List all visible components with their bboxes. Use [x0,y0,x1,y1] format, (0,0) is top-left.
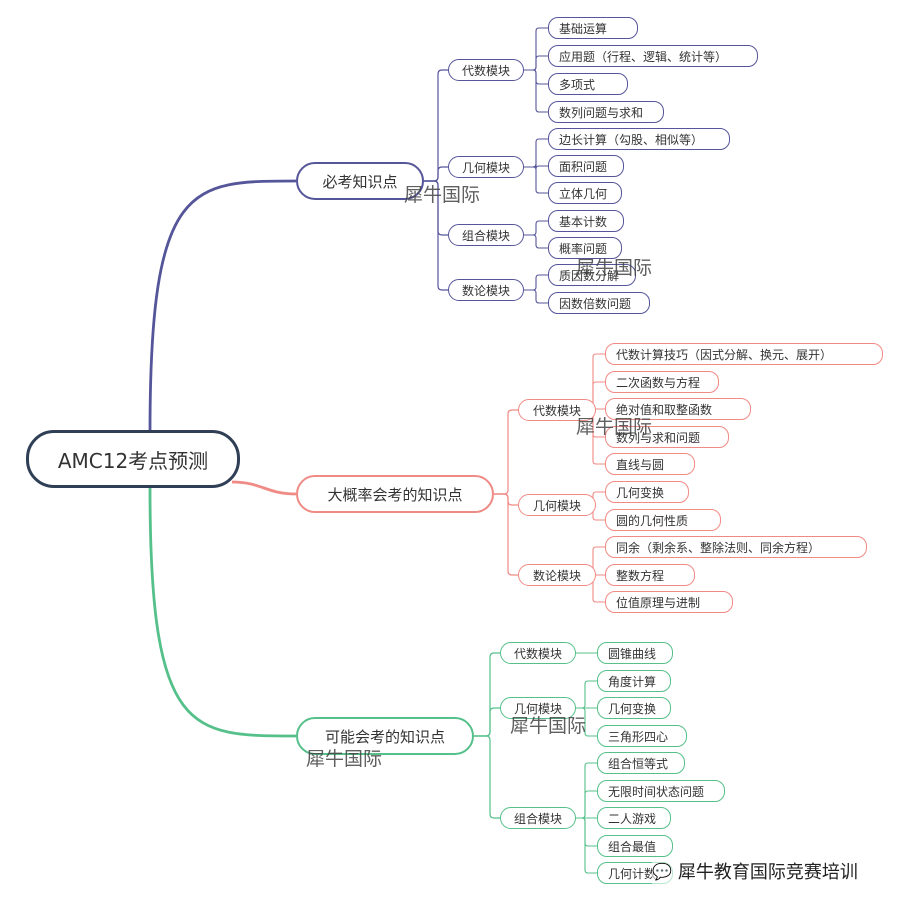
leaf-item[interactable]: 直线与圆 [605,453,695,475]
leaf-item[interactable]: 无限时间状态问题 [597,780,725,802]
branch-group-connector [474,735,500,819]
leaf-item[interactable]: 绝对值和取整函数 [605,398,751,420]
leaf-item[interactable]: 几何变换 [597,697,671,719]
leaf-item[interactable]: 位值原理与进制 [605,591,733,613]
group-leaf-connector [576,817,597,847]
leaf-item[interactable]: 整数方程 [605,564,695,586]
group-leaf-connector [524,220,548,236]
leaf-item[interactable]: 应用题（行程、逻辑、统计等） [548,45,758,67]
group-leaf-connector [576,707,597,737]
leaf-item[interactable]: 面积问题 [548,155,624,177]
branch-group-connector [474,652,500,737]
group-leaf-connector [524,69,548,113]
leaf-item[interactable]: 质因数分解 [548,264,636,286]
footer-caption: 💬 犀牛教育国际竞赛培训 [652,858,858,884]
leaf-item[interactable]: 代数计算技巧（因式分解、换元、展开） [605,343,883,365]
group-leaf-connector [524,234,548,249]
leaf-item[interactable]: 三角形四心 [597,725,687,747]
watermark: 犀牛国际 [510,715,587,737]
branch-group-connector [494,493,518,576]
leaf-item[interactable]: 二次函数与方程 [605,371,719,393]
wechat-icon: 💬 [652,861,672,881]
branch-group-connector [424,166,448,182]
group-leaf-connector [524,55,548,71]
group-leaf-connector [576,790,597,819]
leaf-item[interactable]: 立体几何 [548,182,622,204]
group-required-number-theory[interactable]: 数论模块 [448,279,524,301]
branch-required[interactable]: 必考知识点 [296,162,424,200]
group-likely-geometry[interactable]: 几何模块 [518,494,596,516]
group-leaf-connector [524,274,548,291]
group-possible-algebra[interactable]: 代数模块 [500,642,576,664]
branch-group-connector [424,180,448,291]
footer-text: 犀牛教育国际竞赛培训 [677,862,858,883]
group-leaf-connector [524,138,548,168]
leaf-item[interactable]: 二人游戏 [597,807,671,829]
branch-group-connector [474,707,500,737]
leaf-item[interactable]: 边长计算（勾股、相似等） [548,128,730,150]
branch-likely[interactable]: 大概率会考的知识点 [296,475,494,513]
group-likely-algebra[interactable]: 代数模块 [518,399,596,421]
watermark: 犀牛国际 [576,257,653,279]
leaf-item[interactable]: 多项式 [548,73,628,95]
leaf-item[interactable]: 同余（剩余系、整除法则、同余方程） [605,536,867,558]
branch-group-connector [494,493,518,506]
root-node[interactable]: AMC12考点预测 [26,430,240,488]
watermark: 犀牛国际 [306,748,383,770]
watermark: 犀牛国际 [576,416,653,438]
group-possible-combinatorics[interactable]: 组合模块 [500,807,576,829]
leaf-item[interactable]: 圆锥曲线 [597,642,673,664]
group-possible-geometry[interactable]: 几何模块 [500,697,576,719]
leaf-item[interactable]: 数列问题与求和 [548,101,664,123]
leaf-item[interactable]: 组合最值 [597,835,673,857]
leaf-item[interactable]: 数列与求和问题 [605,426,729,448]
leaf-item[interactable]: 几何变换 [605,481,689,503]
leaf-item[interactable]: 圆的几何性质 [605,509,721,531]
group-leaf-connector [524,289,548,304]
leaf-item[interactable]: 基础运算 [548,17,638,39]
group-required-algebra[interactable]: 代数模块 [448,59,524,81]
group-required-combinatorics[interactable]: 组合模块 [448,224,524,246]
leaf-item[interactable]: 因数倍数问题 [548,292,650,314]
group-leaf-connector [524,166,548,194]
root-branch-connector [148,179,297,433]
root-branch-connector [231,480,297,496]
branch-group-connector [494,409,518,495]
leaf-item[interactable]: 组合恒等式 [597,752,685,774]
group-leaf-connector [576,680,597,709]
root-branch-connector [148,487,297,738]
group-leaf-connector [576,817,597,874]
leaf-item[interactable]: 角度计算 [597,670,671,692]
group-likely-number-theory[interactable]: 数论模块 [518,564,596,586]
group-required-geometry[interactable]: 几何模块 [448,156,524,178]
watermark: 犀牛国际 [404,184,481,206]
leaf-item[interactable]: 概率问题 [548,237,622,259]
branch-group-connector [424,69,448,182]
leaf-item[interactable]: 基本计数 [548,210,624,232]
branch-possible[interactable]: 可能会考的知识点 [296,717,474,755]
